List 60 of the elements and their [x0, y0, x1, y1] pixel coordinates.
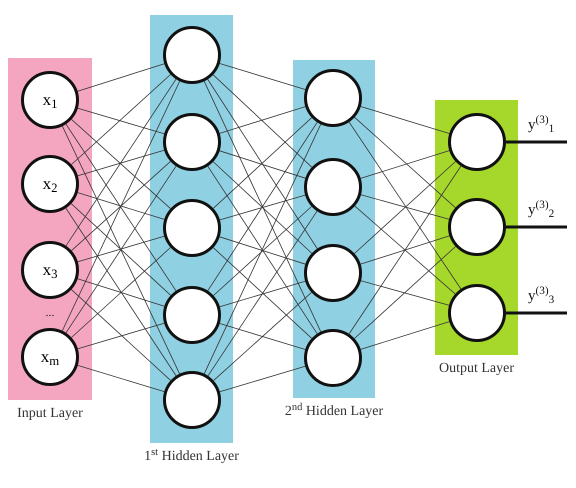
connection-line — [212, 117, 312, 209]
layer-label: 2$^{nd}$ Hidden Layer — [284, 402, 384, 421]
connection-line — [208, 210, 318, 376]
connection-line — [66, 166, 176, 334]
connection-line — [77, 192, 165, 220]
connection-line — [354, 246, 456, 339]
connection-line — [348, 122, 462, 290]
connection-line — [66, 124, 176, 292]
connection-line — [219, 236, 306, 265]
connection-line — [70, 203, 172, 296]
connection-line — [219, 194, 306, 220]
connection-line — [77, 236, 165, 262]
connection-line — [219, 366, 306, 392]
connection-line — [219, 63, 306, 90]
connection-line — [219, 106, 306, 134]
connection-line — [71, 74, 171, 165]
connection-line — [62, 126, 180, 374]
connection-line — [77, 278, 165, 307]
connection-line — [71, 161, 171, 251]
connection-line — [62, 80, 180, 332]
layer-label: Output Layer — [438, 360, 516, 378]
connection-line — [506, 140, 567, 144]
connection-line — [506, 312, 567, 314]
ellipsis-label: ... — [44, 306, 56, 318]
connection-line — [360, 106, 450, 134]
layer-label: 1$^{st}$ Hidden Layer — [143, 447, 240, 466]
connection-line — [66, 78, 176, 246]
connection-line — [212, 247, 312, 339]
connection-line — [219, 280, 306, 308]
connection-line — [212, 161, 312, 254]
connection-line — [506, 226, 567, 228]
connection-line — [348, 166, 462, 334]
connection-line — [360, 235, 450, 265]
connection-line — [71, 247, 171, 338]
connection-line — [213, 206, 312, 296]
connection-line — [212, 74, 312, 168]
connection-line — [360, 194, 450, 220]
connection-line — [77, 365, 165, 392]
connection-line — [213, 292, 312, 381]
connection-line — [360, 280, 450, 306]
connection-line — [354, 116, 456, 208]
connection-line — [354, 161, 456, 254]
connection-line — [219, 323, 306, 350]
connection-line — [204, 80, 322, 332]
connection-line — [207, 122, 318, 292]
connection-line — [219, 150, 306, 179]
connection-line — [77, 322, 165, 350]
connection-line — [71, 119, 171, 209]
connection-line — [207, 166, 318, 334]
connection-line — [77, 150, 165, 176]
connection-line — [354, 206, 456, 294]
connection-line — [77, 63, 165, 92]
connection-line — [71, 289, 172, 381]
layer-label: Input Layer — [16, 405, 84, 423]
connection-line — [360, 150, 450, 179]
connection-line — [66, 208, 176, 376]
connection-line — [204, 124, 322, 374]
connection-line — [207, 78, 318, 250]
connection-line — [360, 321, 450, 350]
connection-line — [77, 108, 165, 134]
